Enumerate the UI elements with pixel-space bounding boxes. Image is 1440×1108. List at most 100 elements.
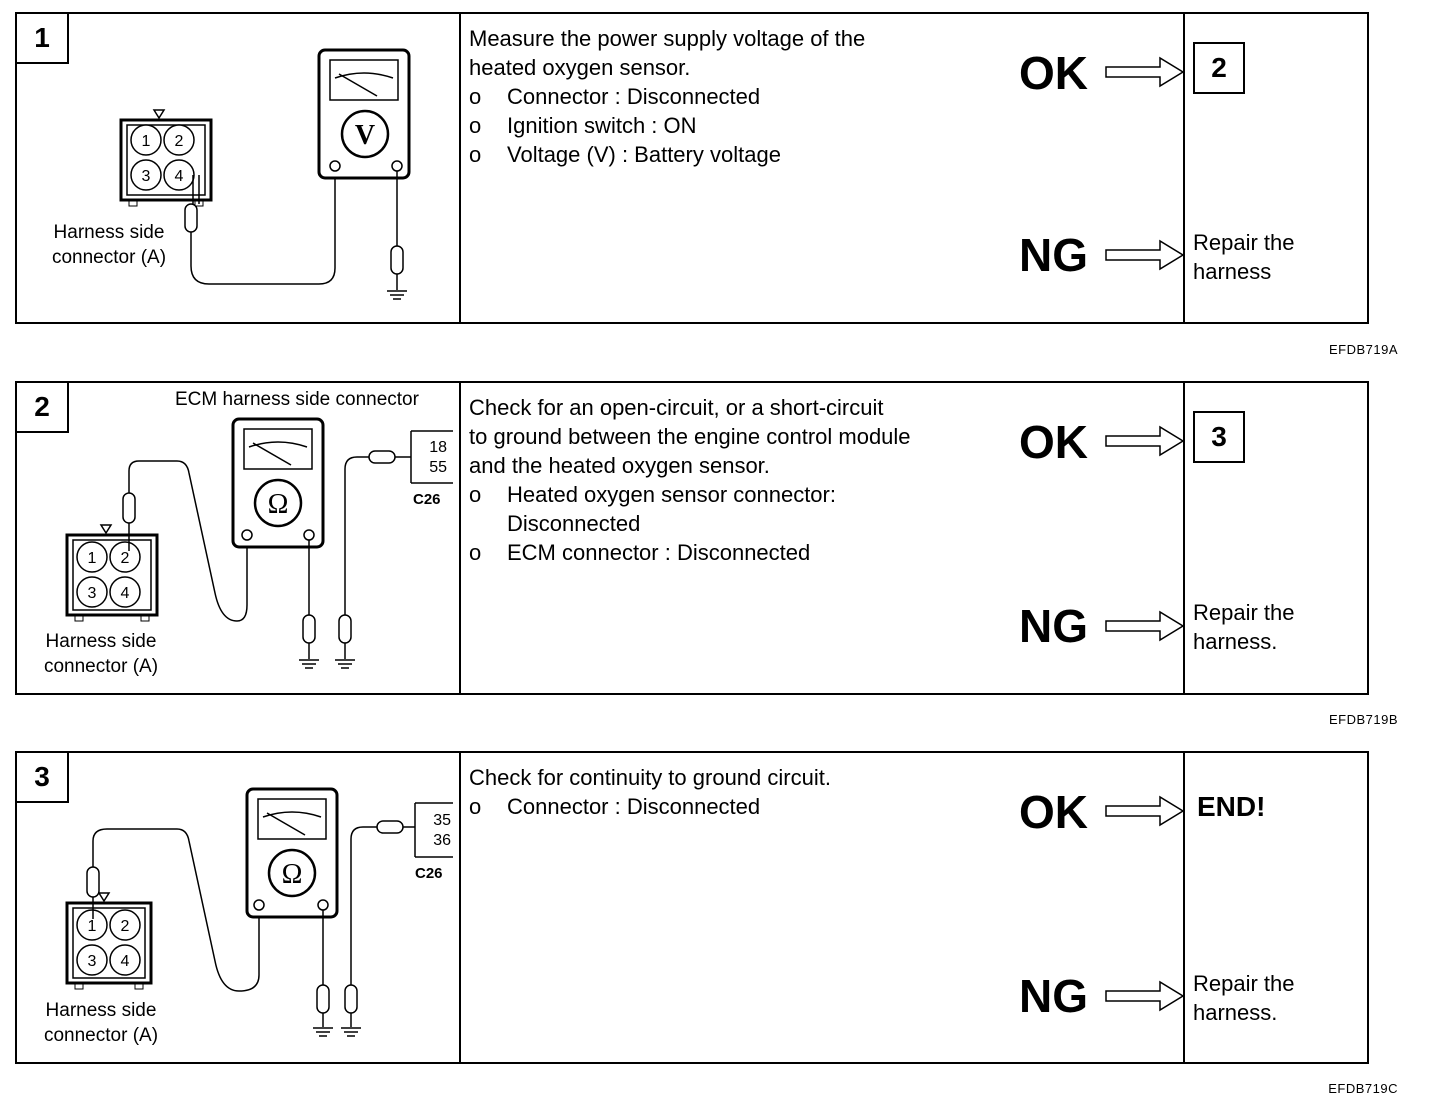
ground-icon xyxy=(387,290,407,300)
ecm-connector-label: ECM harness side connector xyxy=(175,389,419,410)
ng-result-line: harness. xyxy=(1193,1000,1278,1025)
ok-arrow-icon xyxy=(1105,56,1185,88)
test-probe xyxy=(184,172,336,285)
ng-label: NG xyxy=(1019,970,1088,1022)
step-2-panel: 2 1 2 3 4 xyxy=(15,381,1369,695)
instruction-line-text: Connector : Disconnected xyxy=(507,794,761,819)
ecm-pin: 36 xyxy=(433,832,451,849)
step-1-panel: 1 1 2 3 4 xyxy=(15,12,1369,324)
ground-probe xyxy=(390,171,404,290)
ng-result-line: Repair the xyxy=(1193,600,1295,625)
ecm-connector-id: C26 xyxy=(415,865,443,882)
pin-label: 2 xyxy=(121,918,130,935)
test-illustration: 1 2 3 4 Ω xyxy=(17,753,459,1062)
bullet: o xyxy=(469,142,482,167)
ng-result: Repair the harness xyxy=(1193,228,1295,286)
bullet: o xyxy=(469,482,482,507)
instruction-line: to ground between the engine control mod… xyxy=(469,422,1009,451)
test-probe xyxy=(122,460,248,622)
pin-label: 2 xyxy=(175,133,184,150)
ecm-connector xyxy=(410,430,453,484)
ohmmeter: Ω xyxy=(231,417,325,549)
instruction-line: o ECM connector : Disconnected xyxy=(469,538,1009,567)
figure-code: EFDB719A xyxy=(1328,342,1398,357)
pin-label: 4 xyxy=(121,585,130,602)
step-number: 3 xyxy=(17,753,69,803)
ohmmeter-diagram: 1 2 3 4 Ω xyxy=(65,787,453,1037)
instruction-line-text: Disconnected xyxy=(507,511,641,536)
divider xyxy=(1183,14,1185,322)
ground-icon xyxy=(313,1027,333,1037)
instruction-line: Measure the power supply voltage of the xyxy=(469,24,1009,53)
pin-label: 3 xyxy=(142,168,151,185)
end-result: END! xyxy=(1197,791,1266,822)
ng-arrow-icon xyxy=(1105,980,1185,1012)
test-illustration: 1 2 3 4 V xyxy=(17,14,459,322)
instruction-line-text: to ground between the engine control mod… xyxy=(469,424,911,449)
step-3-panel: 3 1 2 3 4 xyxy=(15,751,1369,1064)
instruction-text: Measure the power supply voltage of the … xyxy=(469,24,1009,169)
meter-symbol: Ω xyxy=(282,859,303,890)
ng-result-line: harness xyxy=(1193,259,1272,284)
instruction-line-text: ECM connector : Disconnected xyxy=(507,540,811,565)
ok-label: OK xyxy=(1019,416,1088,468)
instruction-line-text: and the heated oxygen sensor. xyxy=(469,453,770,478)
ecm-pin-list: 18 55 xyxy=(417,438,447,478)
ok-arrow-icon xyxy=(1105,795,1185,827)
instruction-line: and the heated oxygen sensor. xyxy=(469,451,1009,480)
figure-code: EFDB719B xyxy=(1328,712,1398,727)
ok-label: OK xyxy=(1019,786,1088,838)
meter-symbol: Ω xyxy=(268,489,289,520)
step-number: 1 xyxy=(17,14,69,64)
ecm-pin: 18 xyxy=(429,439,447,456)
ecm-pin: 35 xyxy=(433,812,451,829)
harness-connector: 1 2 3 4 xyxy=(119,109,213,207)
instruction-line-text: Heated oxygen sensor connector: xyxy=(507,482,836,507)
instruction-text: Check for an open-circuit, or a short-ci… xyxy=(469,393,1009,567)
divider xyxy=(1183,383,1185,693)
ohmmeter: Ω xyxy=(245,787,339,919)
ng-result: Repair the harness. xyxy=(1193,969,1295,1027)
ecm-connector-id: C26 xyxy=(413,491,441,508)
instruction-line: Disconnected xyxy=(469,509,1009,538)
pin-label: 1 xyxy=(142,133,151,150)
voltmeter: V xyxy=(317,48,411,180)
bullet: o xyxy=(469,84,482,109)
ng-result-line: harness. xyxy=(1193,629,1278,654)
instruction-line: heated oxygen sensor. xyxy=(469,53,1009,82)
ground-icon xyxy=(341,1027,361,1037)
next-step-box: 3 xyxy=(1193,411,1245,463)
ng-result-line: Repair the xyxy=(1193,971,1295,996)
instruction-line-text: Check for continuity to ground circuit. xyxy=(469,765,831,790)
divider xyxy=(459,14,461,322)
instruction-line-text: Measure the power supply voltage of the xyxy=(469,26,866,51)
next-step-box: 2 xyxy=(1193,42,1245,94)
connector-label: Harness side connector (A) xyxy=(35,998,167,1048)
figure-code: EFDB719C xyxy=(1328,1081,1398,1096)
ecm-pin-list: 35 36 xyxy=(421,811,451,851)
bullet: o xyxy=(469,540,482,565)
pin-label: 3 xyxy=(88,953,97,970)
ok-arrow-icon xyxy=(1105,425,1185,457)
pin-label: 4 xyxy=(175,168,184,185)
ground-probe xyxy=(302,540,316,659)
divider xyxy=(1183,753,1185,1062)
ground-icon xyxy=(299,659,319,669)
voltmeter-diagram: 1 2 3 4 V xyxy=(119,48,411,300)
instruction-line: o Heated oxygen sensor connector: xyxy=(469,480,1009,509)
pin-label: 1 xyxy=(88,918,97,935)
meter-symbol: V xyxy=(355,120,375,151)
instruction-line: o Connector : Disconnected xyxy=(469,792,1009,821)
instruction-text: Check for continuity to ground circuit. … xyxy=(469,763,1009,821)
connector-label-line: Harness side xyxy=(45,1000,157,1021)
pin-label: 2 xyxy=(121,550,130,567)
bullet: o xyxy=(469,794,482,819)
ground-icon xyxy=(335,659,355,669)
connector-label-line: Harness side xyxy=(53,222,165,243)
connector-label-line: connector (A) xyxy=(43,1025,159,1046)
ohmmeter-diagram: 1 2 3 4 Ω xyxy=(65,417,453,669)
ng-arrow-icon xyxy=(1105,610,1185,642)
